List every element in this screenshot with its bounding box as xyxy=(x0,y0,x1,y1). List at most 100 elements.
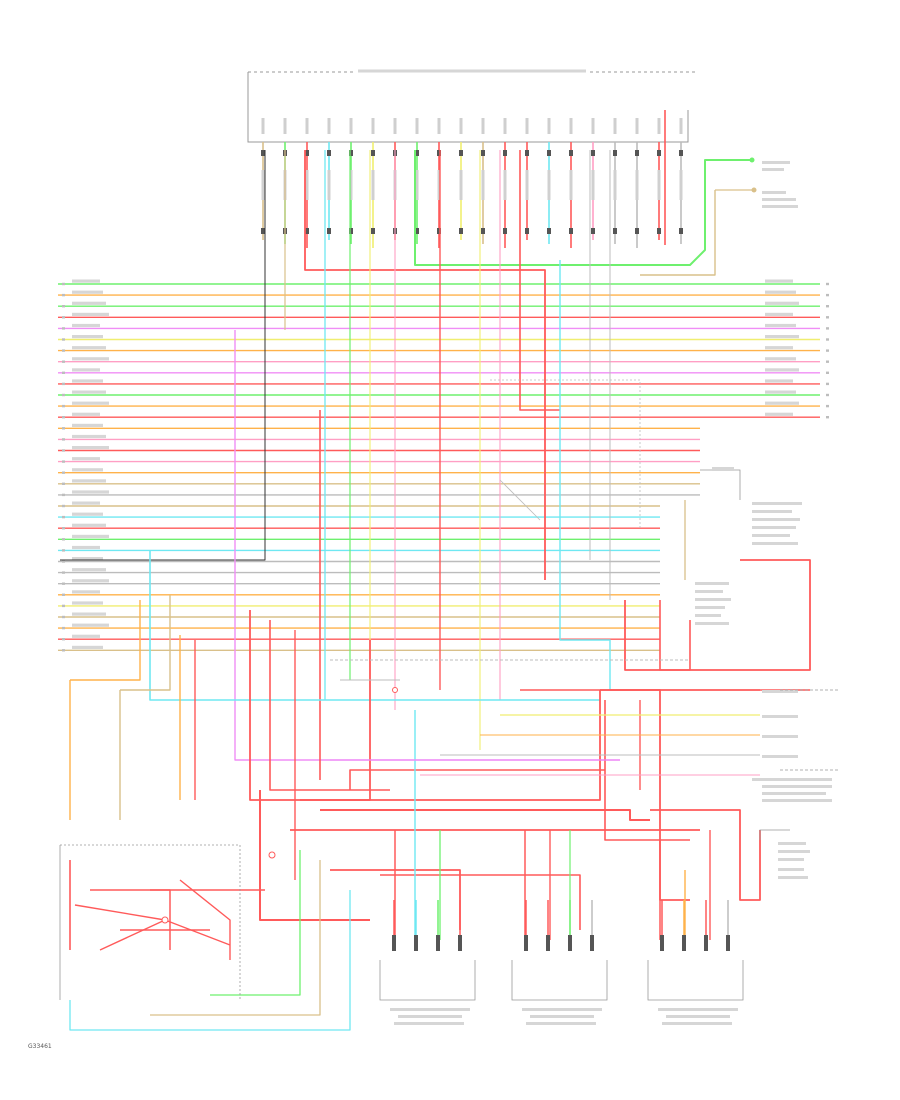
module-pin-label xyxy=(613,118,617,134)
module-pin-wire-label xyxy=(569,170,573,200)
connector-box xyxy=(379,960,476,1001)
harness-number-left xyxy=(62,305,65,308)
module-pin-terminal xyxy=(349,228,353,234)
harness-label-left xyxy=(72,434,106,439)
module-pin-terminal xyxy=(481,228,485,234)
connector-pin xyxy=(660,935,664,951)
harness-number-left xyxy=(62,371,65,374)
module-pin-terminal xyxy=(261,150,265,156)
module-pin-label xyxy=(261,118,265,134)
module-pin-terminal xyxy=(503,228,507,234)
harness-label-left xyxy=(72,523,106,527)
module-pin-terminal xyxy=(591,150,595,156)
harness-label-left xyxy=(72,623,109,627)
harness-lines xyxy=(58,283,820,651)
module-pin-terminal xyxy=(459,150,463,156)
connector-pin xyxy=(726,935,730,951)
module-pin-wire-label xyxy=(327,170,331,200)
module-pin-terminal xyxy=(305,228,309,234)
harness-label-left xyxy=(72,390,106,394)
switch-block xyxy=(59,687,398,1000)
connector-label xyxy=(398,1015,462,1018)
harness-label-left xyxy=(72,357,109,361)
harness-number-left xyxy=(62,493,65,497)
harness-number-left xyxy=(62,538,65,541)
harness-number-right xyxy=(826,282,829,286)
harness-number-left xyxy=(62,427,65,430)
module-pin-terminal xyxy=(525,150,529,156)
module-pin-wire-label xyxy=(349,170,353,200)
module-pin-terminal xyxy=(547,228,551,234)
module-pin-terminal xyxy=(327,228,331,234)
harness-labels xyxy=(62,279,829,652)
harness-number-left xyxy=(62,549,65,552)
module-pin-label xyxy=(635,118,639,134)
harness-number-right xyxy=(826,404,829,408)
module-pin-terminal xyxy=(613,150,617,156)
harness-number-left xyxy=(62,327,65,330)
connector-pin xyxy=(590,935,594,951)
connector-pin xyxy=(568,935,572,951)
harness-label-left xyxy=(72,557,103,561)
connector-label xyxy=(394,1022,464,1025)
control-module-box xyxy=(247,68,698,143)
module-pin-terminal xyxy=(635,228,639,234)
harness-number-left xyxy=(62,471,65,474)
harness-label-left xyxy=(72,301,106,305)
module-pin-label xyxy=(349,118,353,134)
harness-label-right xyxy=(765,346,793,350)
module-pin-terminal xyxy=(657,228,661,234)
harness-number-left xyxy=(62,416,65,419)
harness-label-left xyxy=(72,512,103,516)
module-pin-label xyxy=(591,118,595,134)
harness-label-left xyxy=(72,545,100,550)
harness-label-left xyxy=(72,379,103,383)
harness-label-left xyxy=(72,312,109,316)
harness-number-right xyxy=(826,393,829,397)
module-pin-wire-label xyxy=(635,170,639,200)
module-pin-terminal xyxy=(371,228,375,234)
module-pin-terminal xyxy=(305,150,309,156)
connector-label xyxy=(530,1015,594,1018)
connector-box xyxy=(511,960,608,1001)
connector-pin xyxy=(436,935,440,951)
module-pin-terminal xyxy=(481,150,485,156)
connector-pin xyxy=(546,935,550,951)
harness-number-right xyxy=(826,338,829,341)
harness-number-left xyxy=(62,382,65,386)
harness-label-left xyxy=(72,568,106,572)
harness-number-left xyxy=(62,515,65,519)
harness-label-right xyxy=(765,290,796,294)
module-pin-terminal xyxy=(613,228,617,234)
harness-number-left xyxy=(62,282,65,286)
module-pin-terminal xyxy=(657,150,661,156)
module-pin-wire-label xyxy=(657,170,661,200)
module-pin-terminal xyxy=(415,150,419,156)
module-pin-terminal xyxy=(569,228,573,234)
connector-label xyxy=(662,1022,732,1025)
connector-label xyxy=(390,1008,470,1011)
module-pin-wire-label xyxy=(547,170,551,200)
figure-number: G33461 xyxy=(28,1043,52,1050)
module-pin-terminal xyxy=(503,150,507,156)
harness-number-right xyxy=(826,382,829,386)
harness-number-left xyxy=(62,404,65,408)
module-pin-wire-label xyxy=(525,170,529,200)
module-pin-terminal xyxy=(415,228,419,234)
module-pin-label xyxy=(569,118,573,134)
harness-number-right xyxy=(826,360,829,363)
harness-label-left xyxy=(72,346,106,350)
module-pin-label xyxy=(679,118,683,134)
module-pin-label xyxy=(305,118,309,134)
module-pin-terminal xyxy=(349,150,353,156)
module-pin-terminal xyxy=(371,150,375,156)
harness-number-left xyxy=(62,338,65,341)
harness-number-left xyxy=(62,626,65,630)
module-pin-wire-label xyxy=(437,170,441,200)
module-pin-label xyxy=(525,118,529,134)
module-pin-terminal xyxy=(679,228,683,234)
harness-label-right xyxy=(765,390,796,394)
module-pin-label xyxy=(481,118,485,134)
connector-pin xyxy=(682,935,686,951)
connector-pin xyxy=(392,935,396,951)
